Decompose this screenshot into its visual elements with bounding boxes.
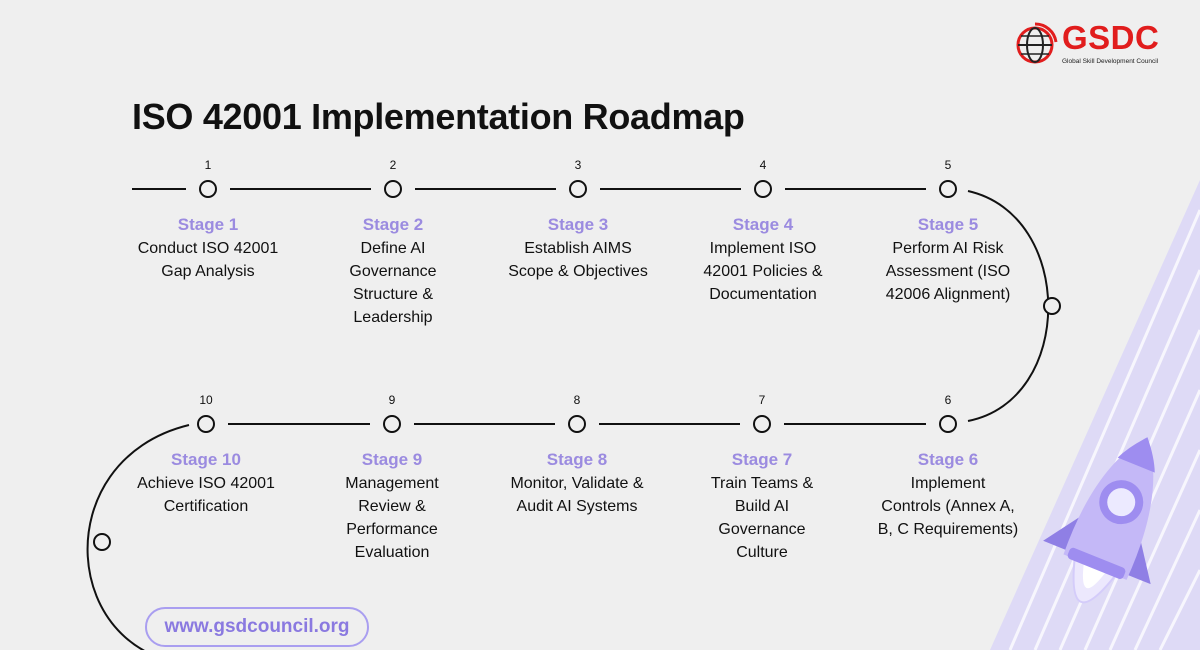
stage-label: Stage 9 [361,450,423,469]
stage-node [939,180,957,198]
stage-node [568,415,586,433]
stage-description-line: Establish AIMS [524,240,632,257]
page-title: ISO 42001 Implementation Roadmap [132,96,745,137]
stage-label: Stage 4 [732,215,794,234]
stage-node [199,180,217,198]
stage-number: 5 [944,158,952,172]
stage-description-line: Build AI [734,498,790,515]
right-curve-node [1043,297,1061,315]
stage-description-line: Review & [358,498,426,515]
stage-description-line: Controls (Annex A, [881,498,1015,515]
stage-node [753,415,771,433]
stage-number: 3 [574,158,582,172]
connector-left-curve [86,424,190,650]
stage-number: 6 [944,393,952,407]
logo-wordmark: GSDC [1062,19,1160,56]
stage-number: 1 [204,158,212,172]
stage-description-line: Implement [910,475,986,492]
stage-description-line: Train Teams & [710,475,814,492]
stage-description-line: Governance [349,263,437,280]
stage-number: 9 [388,393,396,407]
stage-label: Stage 6 [917,450,979,469]
stage-label: Stage 7 [731,450,793,469]
stage-description-line: Gap Analysis [161,263,255,280]
stage-label: Stage 5 [917,215,979,234]
stage-description-line: Evaluation [354,544,430,561]
stage-description-line: Structure & [352,286,434,303]
stage-number: 2 [389,158,397,172]
stage-description-line: Leadership [353,309,433,326]
stage-description-line: Certification [163,498,249,515]
rocket-icon [1043,437,1155,604]
stage-description-line: Management [345,475,439,492]
stage-description-line: 42006 Alignment) [885,286,1011,303]
stage-description-line: Audit AI Systems [516,498,638,515]
stage-description: Establish AIMS Scope & Objectives [498,237,658,283]
left-curve-node [93,533,111,551]
stage-node [569,180,587,198]
diagonal-stripes-decoration [990,180,1200,650]
stage-label: Stage 2 [362,215,424,234]
stage-node [754,180,772,198]
stage-description-line: Monitor, Validate & [510,475,644,492]
stage-description: Monitor, Validate & Audit AI Systems [497,472,657,518]
stage-description-line: Culture [736,544,788,561]
stage-description-line: Perform AI Risk [892,240,1004,257]
logo-tagline: Global Skill Development Council [1062,58,1159,65]
globe-icon [1016,22,1058,64]
stage-number: 4 [759,158,767,172]
website-link[interactable]: www.gsdcouncil.org [145,607,369,647]
stage-number: 10 [199,393,213,407]
stage-description-line: B, C Requirements) [877,521,1019,538]
stage-description-line: 42001 Policies & [703,263,823,280]
stage-node [197,415,215,433]
stage-node [383,415,401,433]
stage-description-line: Achieve ISO 42001 [137,475,275,492]
stage-description-line: Conduct ISO 42001 [137,240,279,257]
stage-description-line: Governance [718,521,806,538]
stage-number: 8 [573,393,581,407]
stage-label: Stage 8 [546,450,608,469]
stage-description-line: Implement ISO [709,240,817,257]
stage-label: Stage 10 [171,450,241,469]
stage-description-line: Define AI [360,240,426,257]
stage-description-line: Documentation [709,286,817,303]
stage-node [939,415,957,433]
stage-description-line: Scope & Objectives [508,263,648,280]
stage-description-line: Assessment (ISO [885,263,1011,280]
stage-label: Stage 1 [177,215,239,234]
stage-description: Implement ISO 42001 Policies & Documentati… [683,237,843,306]
stage-number: 7 [758,393,766,407]
stage-node [384,180,402,198]
stage-description-line: Performance [346,521,438,538]
gsdc-logo: GSDC Global Skill Development Council [1012,18,1182,73]
stage-label: Stage 3 [547,215,609,234]
